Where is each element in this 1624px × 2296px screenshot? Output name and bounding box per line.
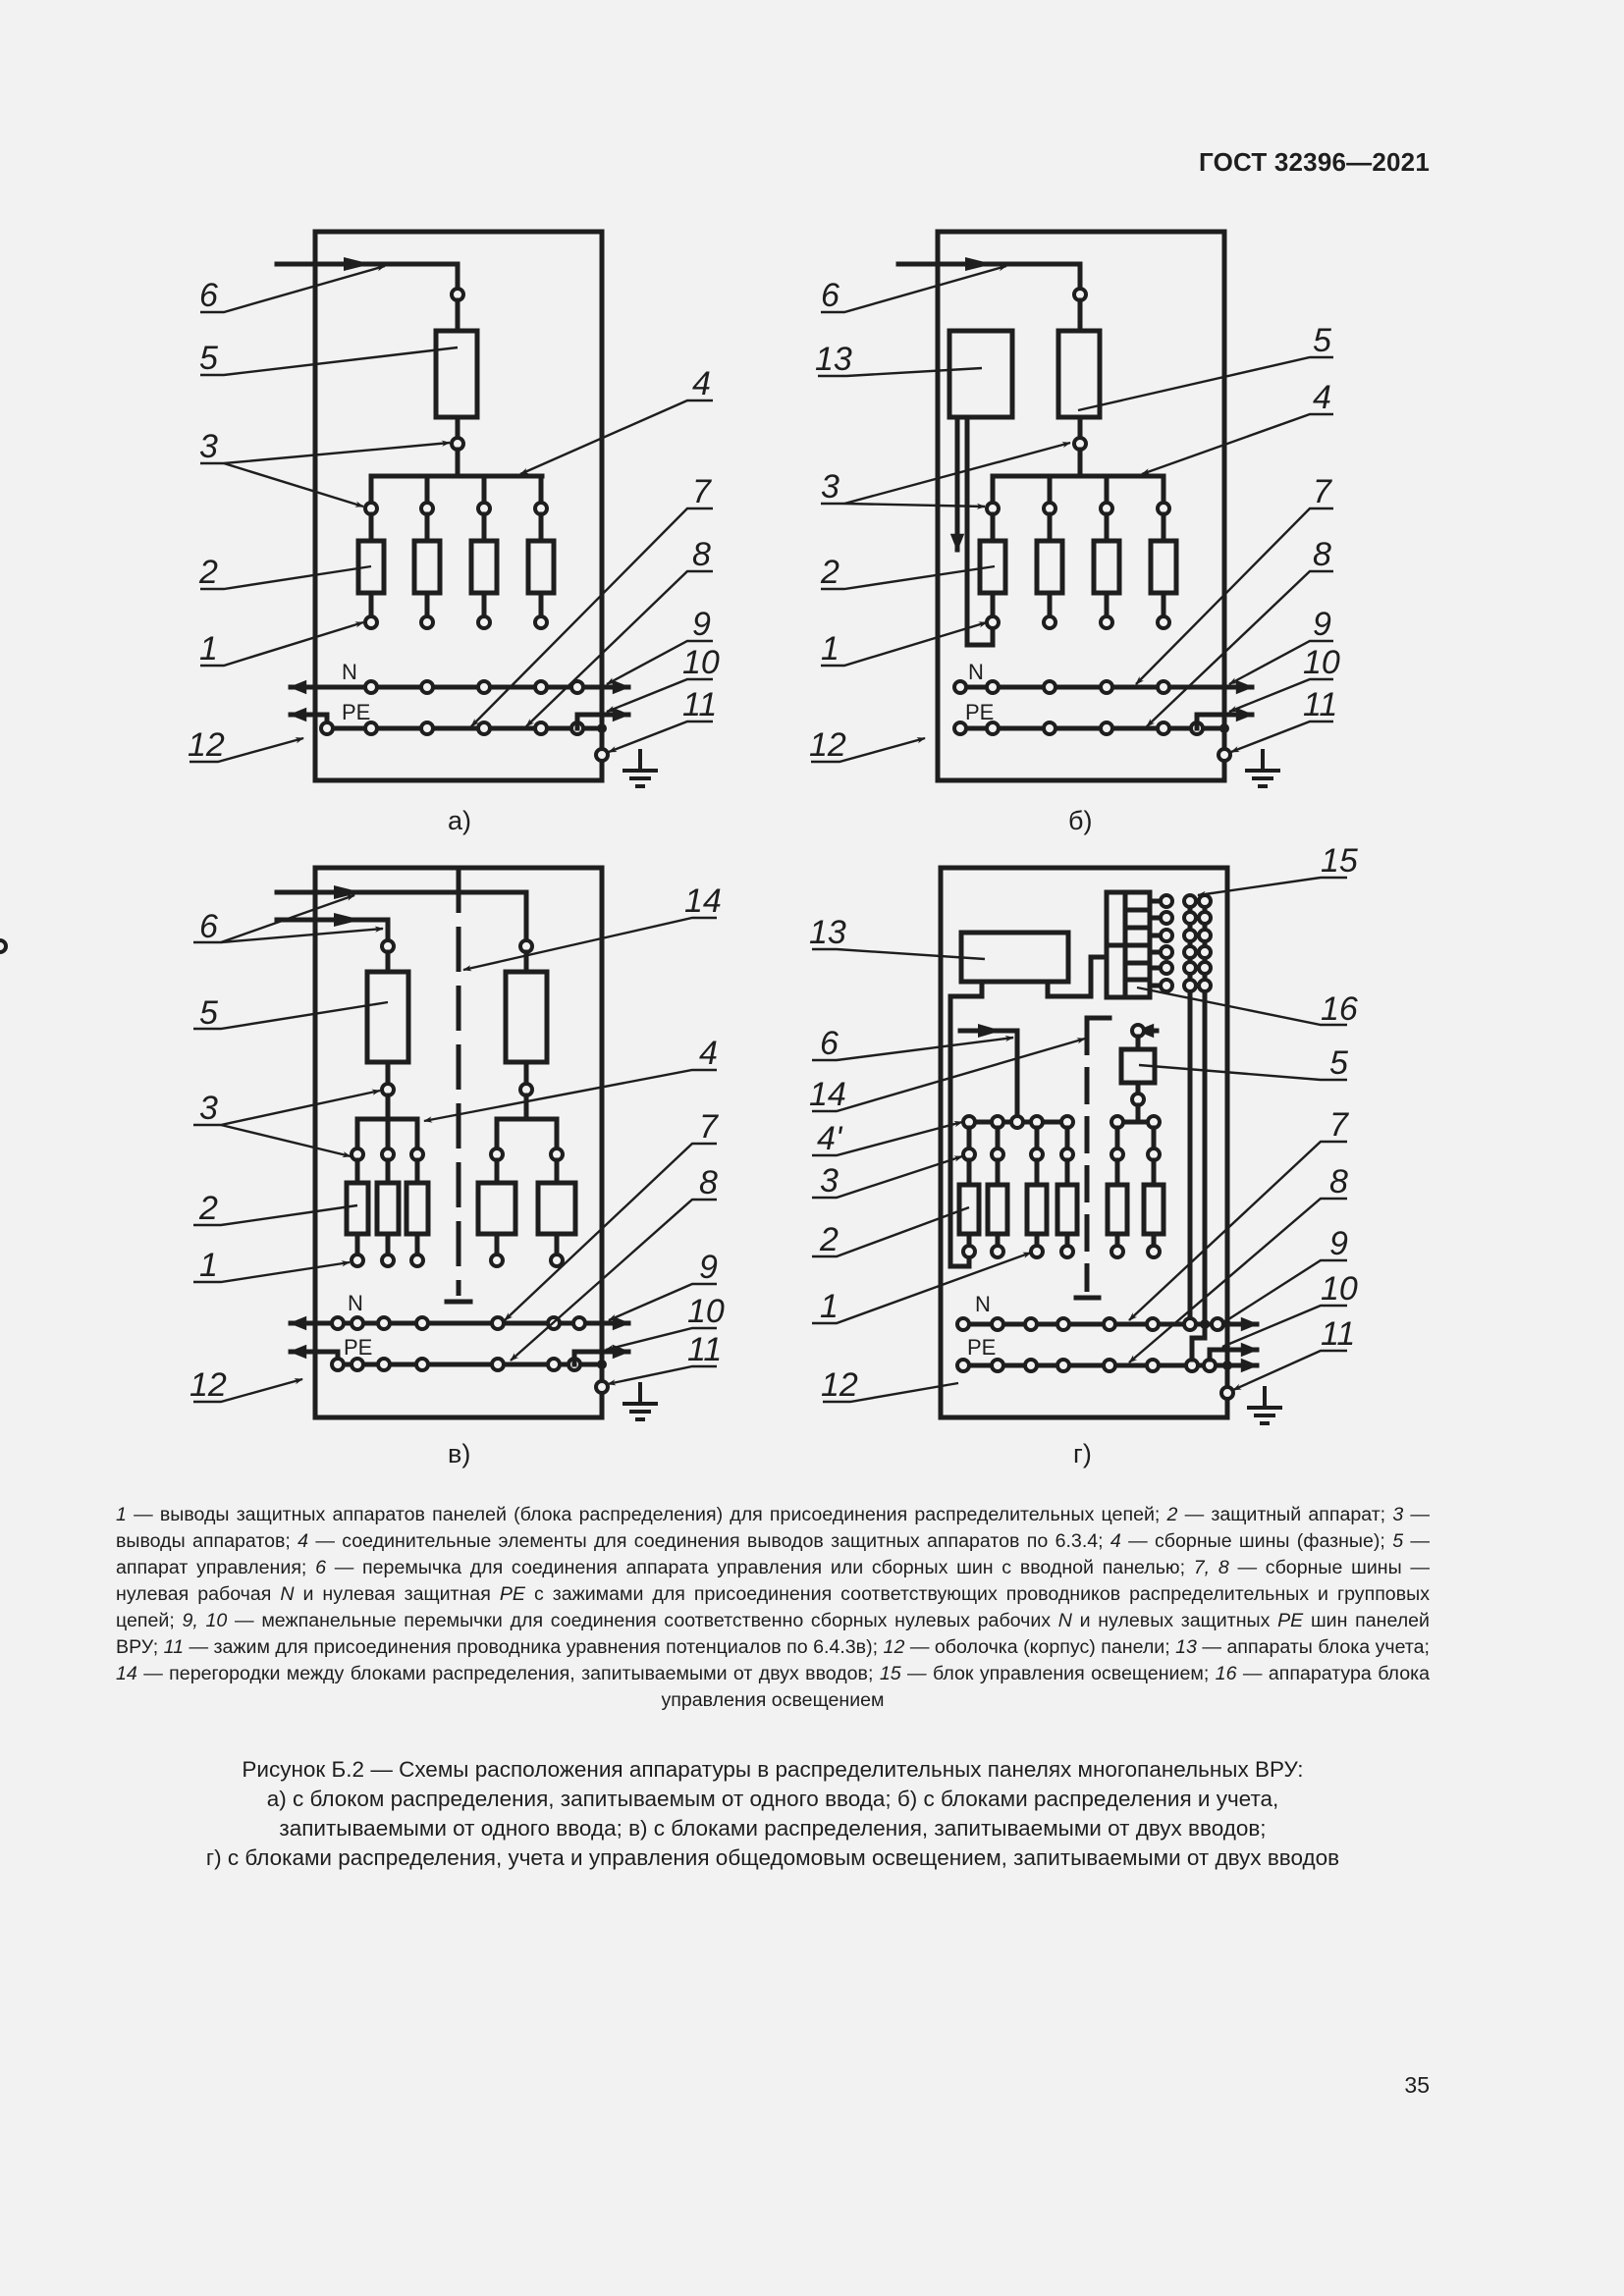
diagram-b: N PE 6 13 5 4 3 7 2 8: [809, 229, 1340, 835]
callout-5: 5: [199, 994, 218, 1032]
callout-3: 3: [199, 1090, 218, 1127]
subfigure-label-g: г): [1073, 1439, 1092, 1468]
pe-bus-label: PE: [967, 1335, 996, 1360]
n-bus-label: N: [975, 1292, 991, 1316]
callout-9: 9: [699, 1249, 718, 1286]
subfigure-label-b: б): [1068, 806, 1092, 835]
callout-6: 6: [199, 908, 218, 945]
panel-enclosure: [312, 229, 605, 783]
callout-9: 9: [1329, 1225, 1348, 1262]
figure-legend: 1 — выводы защитных аппаратов панелей (б…: [116, 1502, 1430, 1714]
callout-8: 8: [699, 1164, 718, 1201]
callout-16: 16: [1321, 990, 1358, 1028]
pe-bus-label: PE: [344, 1335, 372, 1360]
callout-7: 7: [692, 473, 712, 510]
document-header: ГОСТ 32396—2021: [1199, 147, 1430, 177]
callout-5: 5: [1313, 322, 1331, 359]
callout-2: 2: [198, 1190, 218, 1227]
callout-1: 1: [199, 630, 218, 667]
callout-9: 9: [1313, 606, 1331, 643]
caption-title: Рисунок Б.2 — Схемы расположения аппарат…: [242, 1757, 1304, 1782]
panel-enclosure: [938, 865, 1230, 1420]
control-device: [433, 328, 480, 420]
caption-line-3: запитываемыми от одного ввода; в) с блок…: [279, 1816, 1267, 1841]
callout-11: 11: [682, 686, 717, 723]
control-device: [1056, 328, 1103, 420]
metering-device: [958, 930, 1071, 985]
callout-6: 6: [820, 1025, 839, 1062]
callout-2: 2: [819, 1221, 839, 1258]
callout-3: 3: [820, 1162, 839, 1200]
figure-b2-diagrams: N PE 6 5 3 4 7 2: [0, 229, 1358, 1468]
callout-11: 11: [1303, 686, 1337, 723]
diagram-g: N PE 15 13 16 6: [809, 842, 1358, 1468]
callout-8: 8: [1329, 1163, 1348, 1201]
page-number: 35: [1404, 2072, 1430, 2098]
callout-1: 1: [820, 1288, 839, 1325]
diagram-v: N PE 6 14 5 4 3: [0, 865, 725, 1468]
callout-13: 13: [815, 341, 852, 378]
callout-6: 6: [821, 277, 839, 314]
callout-10: 10: [1321, 1270, 1358, 1308]
callout-2: 2: [198, 554, 218, 591]
callout-12: 12: [189, 1366, 227, 1404]
callout-2: 2: [820, 554, 839, 591]
callout-6: 6: [199, 277, 218, 314]
callout-10: 10: [687, 1293, 725, 1330]
callout-13: 13: [809, 914, 846, 951]
callout-3: 3: [199, 428, 218, 465]
callout-9: 9: [692, 606, 711, 643]
callout-14: 14: [684, 882, 722, 920]
callout-4: 4: [692, 365, 711, 402]
callout-14: 14: [809, 1076, 846, 1113]
metering-device: [947, 328, 1015, 420]
callout-7: 7: [1329, 1106, 1349, 1144]
callout-15: 15: [1321, 842, 1358, 880]
lighting-terminals: [1147, 893, 1174, 993]
n-bus-label: N: [968, 660, 984, 684]
callout-10: 10: [1303, 644, 1340, 681]
callout-11: 11: [687, 1331, 722, 1368]
callout-12: 12: [188, 726, 225, 764]
callout-5: 5: [1329, 1044, 1348, 1082]
diagram-a: N PE 6 5 3 4 7 2: [188, 229, 720, 835]
figure-caption: Рисунок Б.2 — Схемы расположения аппарат…: [116, 1755, 1430, 1873]
pe-bus-label: PE: [965, 700, 994, 724]
legend-text: 1 — выводы защитных аппаратов панелей (б…: [116, 1504, 1430, 1711]
callout-7: 7: [699, 1108, 719, 1146]
caption-line-4: г) с блоками распределения, учета и упра…: [205, 1845, 1340, 1870]
callout-11: 11: [1321, 1315, 1355, 1353]
callout-5: 5: [199, 340, 218, 377]
n-bus-label: N: [348, 1291, 363, 1315]
callout-8: 8: [692, 536, 711, 573]
callout-10: 10: [682, 644, 720, 681]
callout-3: 3: [821, 468, 839, 506]
subfigure-label-a: а): [448, 806, 471, 835]
callout-12: 12: [809, 726, 846, 764]
subfigure-label-v: в): [448, 1439, 470, 1468]
n-bus-label: N: [342, 660, 357, 684]
pe-bus-label: PE: [342, 700, 370, 724]
protective-devices: [355, 473, 557, 630]
caption-line-2: а) с блоком распределения, запитываемым …: [266, 1787, 1279, 1811]
callout-1: 1: [199, 1247, 218, 1284]
callout-1: 1: [821, 630, 839, 667]
callout-4-prime: 4': [817, 1120, 843, 1157]
callout-7: 7: [1313, 473, 1332, 510]
callout-12: 12: [821, 1366, 858, 1404]
callout-8: 8: [1313, 536, 1331, 573]
control-device: [364, 969, 411, 1065]
callout-4: 4: [699, 1035, 718, 1072]
callout-4: 4: [1313, 379, 1331, 416]
